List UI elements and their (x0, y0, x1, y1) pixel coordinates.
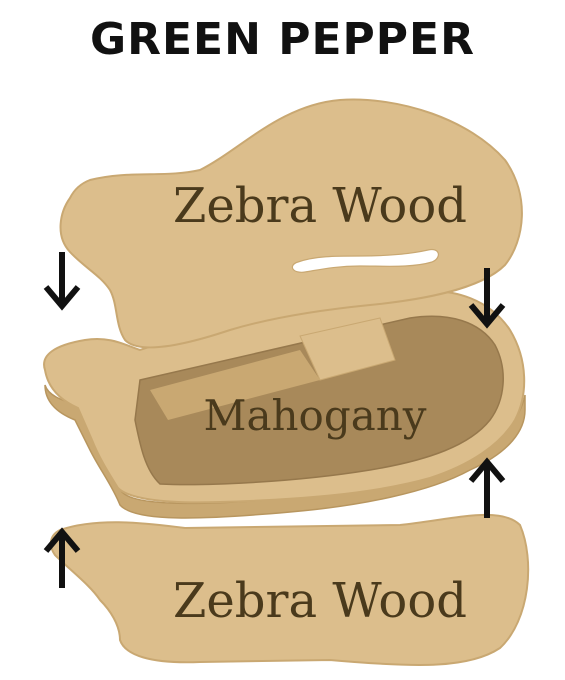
top-layer-zebra-wood: Zebra Wood (59, 98, 523, 349)
diagram-title: GREEN PEPPER (90, 14, 475, 65)
bottom-layer-zebra-wood: Zebra Wood (49, 513, 530, 666)
arrow-down-icon (43, 252, 81, 311)
arrow-up-icon (43, 527, 81, 588)
middle-layer-mahogany: Mahogany (43, 290, 526, 519)
bottom-layer-label: Zebra Wood (173, 573, 467, 629)
arrow-down-icon (468, 268, 506, 329)
top-layer-label: Zebra Wood (173, 178, 467, 234)
middle-layer-label: Mahogany (203, 391, 426, 440)
arrow-up-icon (468, 457, 506, 518)
